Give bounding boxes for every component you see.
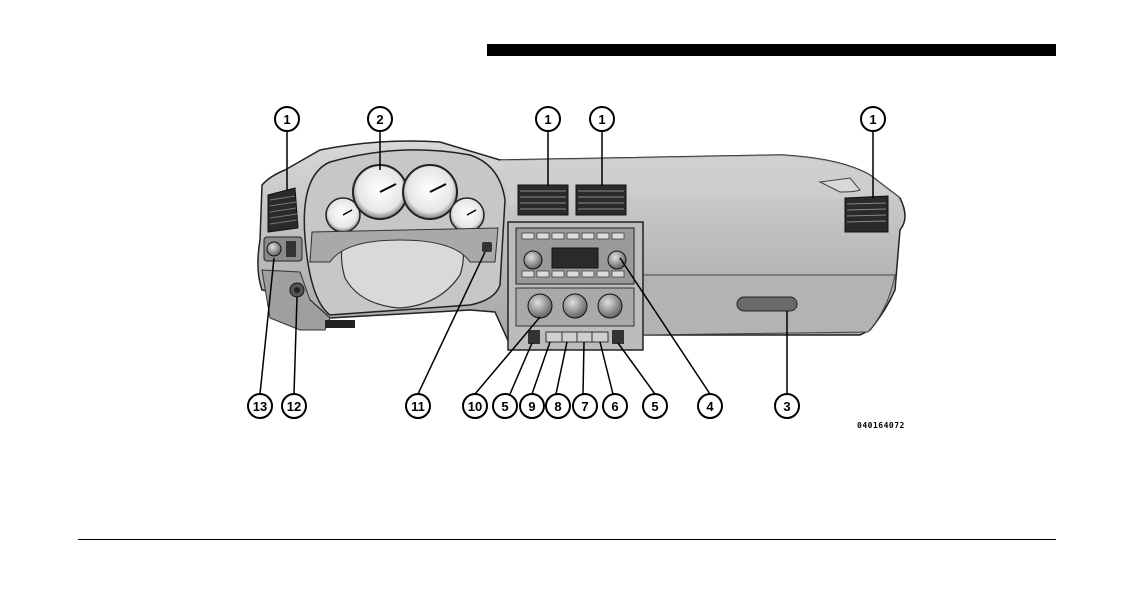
- svg-text:2: 2: [376, 112, 383, 127]
- svg-text:1: 1: [283, 112, 290, 127]
- svg-text:9: 9: [528, 399, 535, 414]
- svg-text:1: 1: [869, 112, 876, 127]
- svg-text:13: 13: [253, 399, 267, 414]
- svg-text:3: 3: [783, 399, 790, 414]
- callout-5-left: 5: [493, 394, 517, 418]
- callout-7: 7: [573, 394, 597, 418]
- callout-1-right-vent: 1: [861, 107, 885, 131]
- svg-text:6: 6: [611, 399, 618, 414]
- callout-10: 10: [463, 394, 487, 418]
- callout-8: 8: [546, 394, 570, 418]
- svg-text:5: 5: [501, 399, 508, 414]
- callout-1-center-vent-left: 1: [536, 107, 560, 131]
- figure-id-code: 040164072: [857, 421, 905, 430]
- callout-1-center-vent-right: 1: [590, 107, 614, 131]
- footer-rule: [78, 539, 1056, 540]
- climate-control: [516, 288, 634, 326]
- svg-text:1: 1: [544, 112, 551, 127]
- left-outboard-air-vent: [268, 188, 298, 232]
- headlamp-switch: [267, 242, 281, 256]
- ignition-switch: [482, 242, 492, 252]
- callout-1-left-vent: 1: [275, 107, 299, 131]
- svg-text:8: 8: [554, 399, 561, 414]
- callout-11: 11: [406, 394, 430, 418]
- radio: [516, 228, 634, 284]
- callout-9: 9: [520, 394, 544, 418]
- svg-text:5: 5: [651, 399, 658, 414]
- svg-text:1: 1: [598, 112, 605, 127]
- svg-text:10: 10: [468, 399, 482, 414]
- callout-13: 13: [248, 394, 272, 418]
- callout-2-cluster: 2: [368, 107, 392, 131]
- callout-3: 3: [775, 394, 799, 418]
- svg-text:12: 12: [287, 399, 301, 414]
- svg-text:7: 7: [581, 399, 588, 414]
- glove-box-handle: [737, 297, 797, 311]
- callout-12: 12: [282, 394, 306, 418]
- svg-text:4: 4: [706, 399, 714, 414]
- callout-6: 6: [603, 394, 627, 418]
- svg-text:11: 11: [411, 399, 425, 414]
- callout-4: 4: [698, 394, 722, 418]
- callout-5-right: 5: [643, 394, 667, 418]
